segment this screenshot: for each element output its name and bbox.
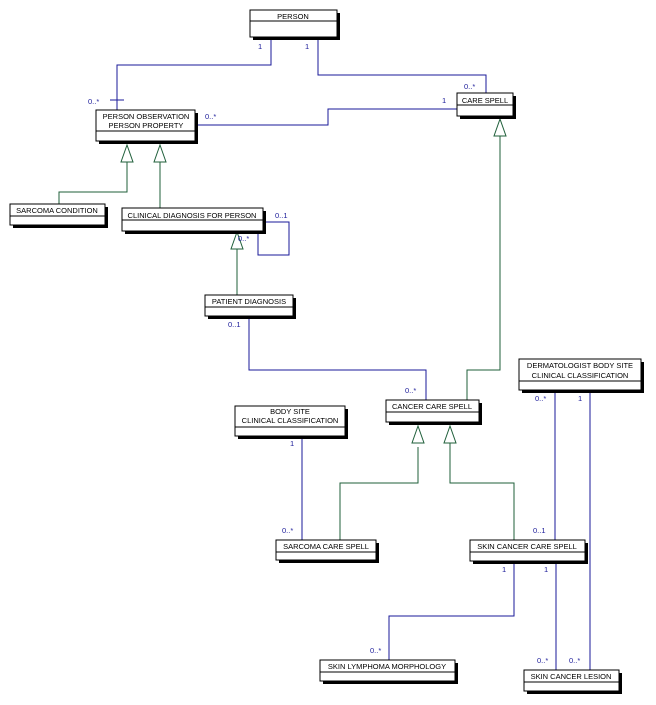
class-name: CLINICAL DIAGNOSIS FOR PERSON <box>128 211 257 220</box>
multiplicity-label: 1 <box>578 394 582 403</box>
inheritance-arrow <box>493 117 507 137</box>
class-name: BODY SITE <box>270 407 310 416</box>
multiplicity-label: 1 <box>544 565 548 574</box>
assoc-person-carespell <box>317 38 487 93</box>
class-cancer-care-spell[interactable]: CANCER CARE SPELL <box>385 399 482 425</box>
class-name: SARCOMA CONDITION <box>16 206 98 215</box>
gen-cancer-to-carespell <box>466 136 501 400</box>
class-body-site[interactable]: BODY SITE CLINICAL CLASSIFICATION <box>234 405 348 439</box>
multiplicity-label: 0..* <box>282 526 293 535</box>
class-name: CLINICAL CLASSIFICATION <box>532 371 629 380</box>
multiplicity-label: 0..* <box>205 112 216 121</box>
multiplicity-label: 1 <box>258 42 262 51</box>
class-skin-cancer-care-spell[interactable]: SKIN CANCER CARE SPELL <box>469 539 588 564</box>
class-patient-diagnosis[interactable]: PATIENT DIAGNOSIS <box>204 294 296 319</box>
class-skin-cancer-lesion[interactable]: SKIN CANCER LESION <box>523 669 622 694</box>
multiplicity-label: 1 <box>502 565 506 574</box>
gen-sarcoma-to-observation <box>58 162 128 204</box>
associations <box>110 38 591 670</box>
multiplicity-label: 1 <box>290 439 294 448</box>
multiplicity-label: 0..* <box>535 394 546 403</box>
assoc-patient-cancer <box>248 318 427 400</box>
class-name: SARCOMA CARE SPELL <box>283 542 369 551</box>
class-name: PATIENT DIAGNOSIS <box>212 297 286 306</box>
multiplicity-label: 0..1 <box>275 211 288 220</box>
multiplicity-label: 0..1 <box>228 320 241 329</box>
multiplicity-label: 1 <box>305 42 309 51</box>
multiplicity-labels: 1 0..* 1 0..* 1 0..* 0..1 0..* 0..1 0..*… <box>88 42 582 665</box>
class-name: CLINICAL CLASSIFICATION <box>242 416 339 425</box>
multiplicity-label: 0..* <box>569 656 580 665</box>
class-name: PERSON PROPERTY <box>109 121 184 130</box>
class-name: SKIN CANCER CARE SPELL <box>477 542 577 551</box>
multiplicity-label: 0..* <box>464 82 475 91</box>
class-name: CANCER CARE SPELL <box>392 402 472 411</box>
class-name: CARE SPELL <box>462 96 508 105</box>
class-sarcoma-condition[interactable]: SARCOMA CONDITION <box>9 203 108 228</box>
class-person[interactable]: PERSON <box>249 9 340 40</box>
gen-sarcomaspell-to-cancer <box>339 447 419 540</box>
class-skin-lymphoma-morphology[interactable]: SKIN LYMPHOMA MORPHOLOGY <box>319 659 458 684</box>
assoc-person-observation <box>116 38 272 110</box>
gen-skinspell-to-cancer <box>449 443 515 540</box>
multiplicity-label: 0..* <box>88 97 99 106</box>
assoc-clinical-diagnosis-self <box>257 221 290 256</box>
multiplicity-label: 0..1 <box>533 526 546 535</box>
inheritance-arrow <box>443 424 457 444</box>
inheritance-arrow <box>120 143 134 163</box>
class-clinical-diagnosis[interactable]: CLINICAL DIAGNOSIS FOR PERSON <box>121 207 266 234</box>
class-dermatologist-body-site[interactable]: DERMATOLOGIST BODY SITE CLINICAL CLASSIF… <box>518 358 644 393</box>
class-name: DERMATOLOGIST BODY SITE <box>527 361 633 370</box>
multiplicity-label: 0..* <box>370 646 381 655</box>
generalizations <box>58 117 515 540</box>
class-care-spell[interactable]: CARE SPELL <box>456 92 516 119</box>
class-sarcoma-care-spell[interactable]: SARCOMA CARE SPELL <box>275 539 379 563</box>
multiplicity-label: 1 <box>442 96 446 105</box>
class-name: SKIN LYMPHOMA MORPHOLOGY <box>328 662 446 671</box>
inheritance-arrow <box>153 143 167 163</box>
class-name: PERSON <box>277 12 309 21</box>
multiplicity-label: 0..* <box>405 386 416 395</box>
assoc-skin-morphology <box>388 563 515 660</box>
class-name: PERSON OBSERVATION <box>103 112 190 121</box>
multiplicity-label: 0..* <box>238 234 249 243</box>
class-person-observation[interactable]: PERSON OBSERVATION PERSON PROPERTY <box>95 109 198 144</box>
multiplicity-label: 0..* <box>537 656 548 665</box>
class-name: SKIN CANCER LESION <box>531 672 612 681</box>
assoc-carespell-observation <box>198 108 457 126</box>
inheritance-arrow <box>411 424 425 444</box>
inheritance-arrow <box>230 230 244 250</box>
